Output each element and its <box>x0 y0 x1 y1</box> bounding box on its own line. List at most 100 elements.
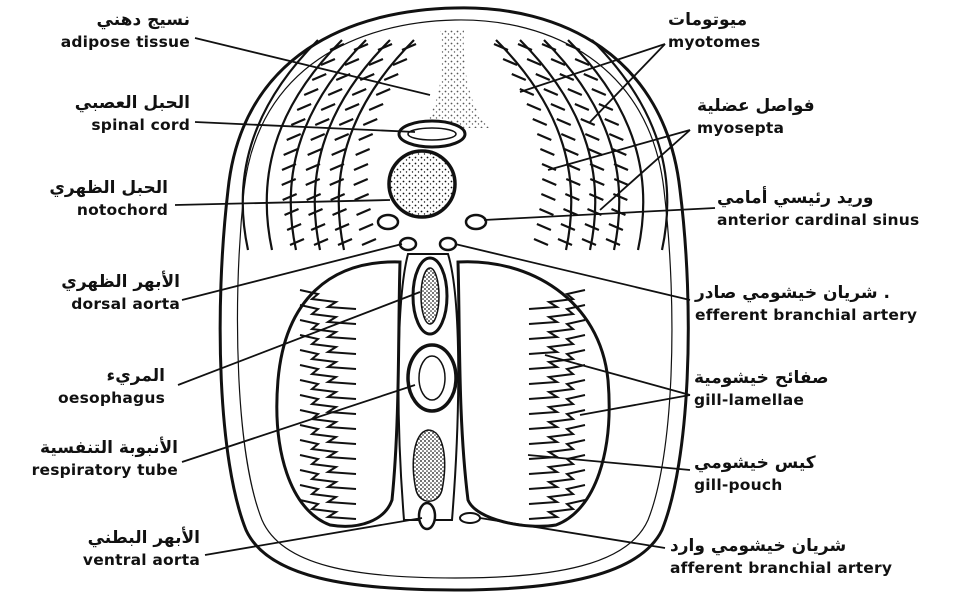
label-notochord: الحبل الظهري notochord <box>0 180 168 219</box>
label-gill-lamellae-ar: صفائح خيشومية <box>694 370 954 387</box>
label-respiratory-tube-en: respiratory tube <box>0 463 178 479</box>
spinal-cord-shape <box>399 121 465 147</box>
label-oesophagus-en: oesophagus <box>0 391 165 407</box>
label-notochord-ar: الحبل الظهري <box>0 180 168 197</box>
dorsal-aorta-left <box>400 238 416 250</box>
myotome-hatch <box>561 134 575 140</box>
label-adipose-tissue: نسيج دهني adipose tissue <box>0 12 190 51</box>
myotome-hatch <box>605 119 619 125</box>
myotome-hatch <box>568 89 582 95</box>
label-anterior-cardinal-sinus-ar: وريد رئيسي أمامي <box>717 190 963 207</box>
myotome-hatch <box>321 104 335 110</box>
label-dorsal-aorta-en: dorsal aorta <box>0 297 180 313</box>
label-gill-lamellae-en: gill-lamellae <box>694 393 954 409</box>
label-adipose-tissue-en: adipose tissue <box>0 35 190 51</box>
ventral-aorta-shape <box>419 503 435 529</box>
myotome-hatch <box>338 239 352 245</box>
label-afferent-branchial-artery-en: afferent branchial artery <box>670 561 930 577</box>
myotome-hatch <box>362 239 376 245</box>
myotome-hatch <box>512 74 526 80</box>
myotome-hatch <box>537 134 551 140</box>
myotome-hatch <box>384 74 398 80</box>
label-respiratory-tube-ar: الأنبوبة التنفسية <box>0 440 178 457</box>
myotome-hatch <box>582 239 596 245</box>
myotome-hatch <box>369 104 383 110</box>
myotome-hatch <box>359 224 373 230</box>
label-spinal-cord-en: spinal cord <box>0 118 190 134</box>
myotome-hatch <box>541 194 555 200</box>
label-efferent-branchial-artery-ar: . شريان خيشومي صادر <box>695 285 955 302</box>
gill-lamellae-left <box>300 290 356 519</box>
dorsal-aorta-right <box>440 238 456 250</box>
myotome-hatch <box>287 134 301 140</box>
label-afferent-branchial-artery: شريان خيشومي وارد afferent branchial art… <box>670 538 930 577</box>
cardinal-sinus-left <box>378 215 398 229</box>
label-spinal-cord-ar: الحبل العصبي <box>0 95 190 112</box>
myotome-hatch <box>315 119 329 125</box>
label-myotomes: ميوتومات myotomes <box>668 12 928 51</box>
myotome-hatch <box>606 239 620 245</box>
myotome-hatch <box>311 224 325 230</box>
label-gill-pouch-en: gill-pouch <box>694 478 954 494</box>
myotome-hatch <box>614 179 628 185</box>
myotome-hatch <box>282 179 296 185</box>
myotome-hatch <box>359 134 373 140</box>
myotome-hatch <box>590 179 604 185</box>
label-myosepta-ar: فواصل عضلية <box>697 98 957 115</box>
myotome-hatch <box>354 164 368 170</box>
myotome-hatch <box>584 74 598 80</box>
myotome-hatch <box>561 224 575 230</box>
label-myotomes-en: myotomes <box>668 35 928 51</box>
myotome-hatch <box>283 194 297 200</box>
cardinal-sinus-right <box>466 215 486 229</box>
ventral-mass <box>413 430 444 501</box>
label-notochord-en: notochord <box>0 203 168 219</box>
myotome-hatch <box>331 194 345 200</box>
myotome-hatch <box>355 194 369 200</box>
label-gill-pouch: كيس خيشومي gill-pouch <box>694 455 954 494</box>
myotome-hatch <box>312 74 326 80</box>
myotome-hatch <box>551 104 565 110</box>
myotome-hatch <box>537 224 551 230</box>
myotome-hatch <box>589 194 603 200</box>
myotome-hatch <box>306 179 320 185</box>
gill-pouch-right <box>458 262 609 527</box>
myotome-hatch <box>311 134 325 140</box>
myotome-hatch <box>307 194 321 200</box>
label-myotomes-ar: ميوتومات <box>668 12 928 29</box>
myotome-hatch <box>357 209 371 215</box>
label-efferent-branchial-artery: . شريان خيشومي صادر efferent branchial a… <box>695 285 955 324</box>
myotome-hatch <box>539 209 553 215</box>
myotome-hatch <box>354 179 368 185</box>
label-anterior-cardinal-sinus: وريد رئيسي أمامي anterior cardinal sinus <box>717 190 963 229</box>
myotome-hatch <box>558 239 572 245</box>
myotome-hatch <box>335 134 349 140</box>
myotome-hatch <box>585 134 599 140</box>
myotome-hatch <box>352 89 366 95</box>
myotome-hatch <box>330 179 344 185</box>
label-adipose-tissue-ar: نسيج دهني <box>0 12 190 29</box>
label-ventral-aorta: الأبهر البطني ventral aorta <box>0 530 200 569</box>
myotome-hatch <box>585 224 599 230</box>
myotome-hatch <box>592 89 606 95</box>
label-efferent-branchial-artery-en: efferent branchial artery <box>695 308 955 324</box>
myotome-hatch <box>609 134 623 140</box>
myotome-hatch <box>304 89 318 95</box>
myotome-hatch <box>339 119 353 125</box>
myotome-hatch <box>356 149 370 155</box>
myotome-hatch <box>533 119 547 125</box>
myotome-hatch <box>328 89 342 95</box>
label-gill-pouch-ar: كيس خيشومي <box>694 455 954 472</box>
label-respiratory-tube: الأنبوبة التنفسية respiratory tube <box>0 440 178 479</box>
myotome-hatch <box>534 239 548 245</box>
label-afferent-branchial-artery-ar: شريان خيشومي وارد <box>670 538 930 555</box>
myotome-hatch <box>345 104 359 110</box>
myotome-hatch <box>290 239 304 245</box>
label-oesophagus-ar: المريء <box>0 368 165 385</box>
myotome-hatch <box>575 104 589 110</box>
myotome-hatch <box>609 224 623 230</box>
adipose-tissue-shape <box>420 30 490 128</box>
label-dorsal-aorta-ar: الأبهر الظهري <box>0 274 180 291</box>
myotome-hatch <box>527 104 541 110</box>
label-anterior-cardinal-sinus-en: anterior cardinal sinus <box>717 213 963 229</box>
